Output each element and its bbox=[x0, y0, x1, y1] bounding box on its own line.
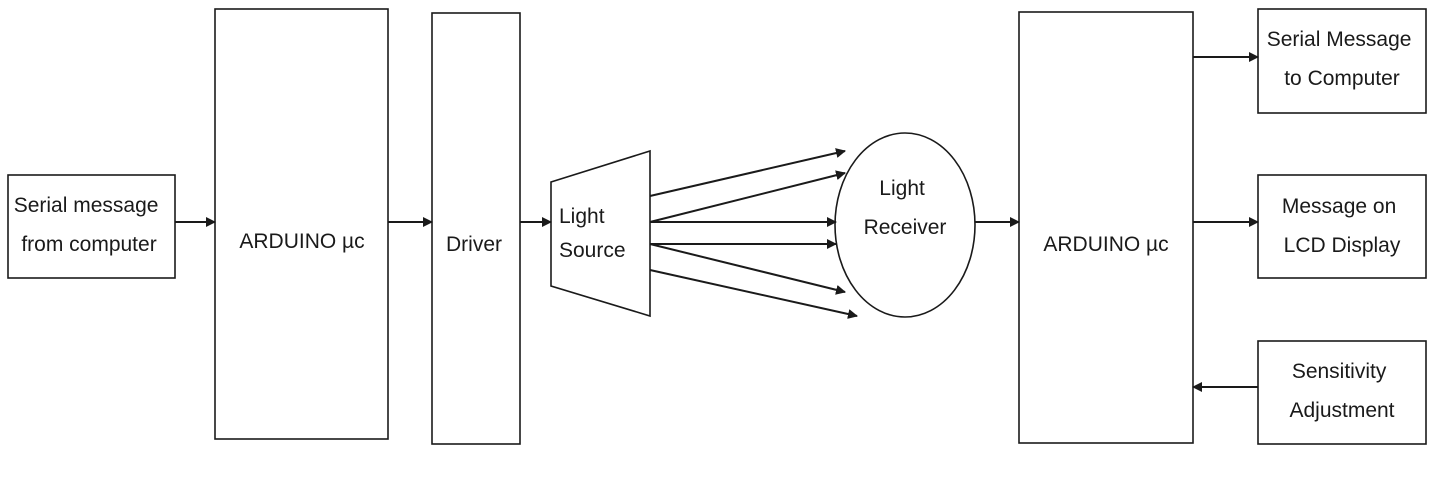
sensitivity-line-1: Sensitivity bbox=[1292, 360, 1387, 383]
light-receiver-line-2: Receiver bbox=[864, 216, 947, 239]
light-source-shape bbox=[550, 149, 651, 318]
arduino-receiver-label: ARDUINO µc bbox=[1043, 233, 1168, 256]
serial-output-line-1: Serial Message bbox=[1267, 28, 1412, 51]
serial-output-box bbox=[1257, 8, 1427, 114]
light-ray-5 bbox=[649, 243, 846, 295]
light-source-label: Light Source bbox=[559, 205, 626, 262]
driver-box bbox=[431, 12, 521, 445]
light-receiver-line-1: Light bbox=[879, 177, 925, 200]
light-receiver-label: Light Receiver bbox=[864, 177, 947, 239]
serial-input-line-1: Serial message bbox=[14, 194, 159, 217]
serial-input-label: Serial message from computer bbox=[14, 194, 165, 256]
light-ray-2 bbox=[649, 170, 846, 223]
serial-input-line-2: from computer bbox=[21, 233, 156, 256]
light-ray-6 bbox=[649, 269, 858, 319]
lcd-display-line-1: Message on bbox=[1282, 195, 1396, 218]
sensitivity-line-2: Adjustment bbox=[1289, 399, 1394, 422]
arduino-transmitter-box bbox=[214, 8, 389, 440]
serial-input-box bbox=[7, 174, 176, 279]
arduino-transmitter-label: ARDUINO µc bbox=[239, 230, 364, 253]
driver-label: Driver bbox=[446, 233, 502, 256]
light-source-line-2: Source bbox=[559, 239, 626, 262]
sensitivity-box bbox=[1257, 340, 1427, 445]
serial-output-line-2: to Computer bbox=[1284, 67, 1400, 90]
serial-output-label: Serial Message to Computer bbox=[1267, 28, 1418, 90]
sensitivity-label: Sensitivity Adjustment bbox=[1289, 360, 1394, 422]
lcd-display-label: Message on LCD Display bbox=[1282, 195, 1402, 257]
lcd-display-line-2: LCD Display bbox=[1284, 234, 1401, 257]
arduino-receiver-box bbox=[1018, 11, 1194, 444]
lcd-display-box bbox=[1257, 174, 1427, 279]
light-source-line-1: Light bbox=[559, 205, 605, 228]
light-ray-1 bbox=[649, 148, 846, 197]
